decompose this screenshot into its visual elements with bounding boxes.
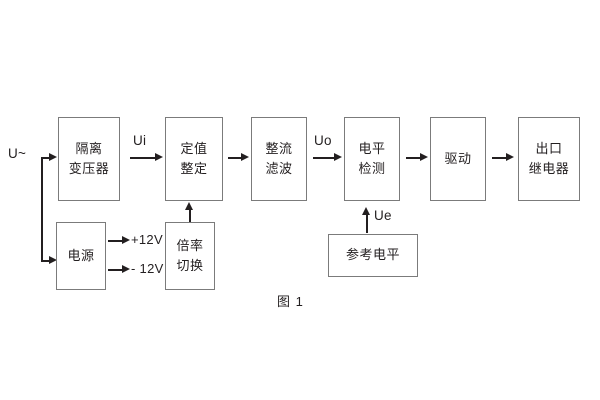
block-rectify-filter-line1: 整流: [265, 140, 293, 156]
rail-negative-arrowhead: [122, 265, 130, 273]
block-output-relay-line1: 出口: [535, 140, 563, 156]
block-reference-level-line1: 参考电平: [345, 247, 400, 263]
signal-label-ue: Ue: [374, 208, 392, 223]
block-ratio-switching-line2: 切换: [176, 258, 204, 273]
input-branch-bottom-arrowhead: [49, 256, 57, 264]
signal-label-ui: Ui: [133, 133, 147, 148]
connector-driver-to-relay-arrowhead: [506, 153, 514, 161]
block-ratio-switching-line1: 倍率: [176, 237, 204, 253]
rail-negative-label: - 12V: [131, 261, 164, 276]
connector-level-to-driver-arrowhead: [420, 153, 428, 161]
input-branch-top-arrowhead: [49, 153, 57, 161]
block-ratio-switching[interactable]: 倍率 切换: [165, 222, 215, 290]
block-isolation-transformer[interactable]: 隔离 变压器: [58, 117, 120, 201]
input-trunk-vertical-line: [41, 158, 43, 261]
connector-transformer-to-setting-line: [130, 157, 157, 159]
connector-transformer-to-setting-arrowhead: [155, 153, 163, 161]
rail-positive-label: +12V: [131, 232, 163, 247]
block-power-supply-line1: 电源: [67, 247, 95, 263]
block-driver[interactable]: 驱动: [430, 117, 486, 201]
block-level-detection[interactable]: 电平 检测: [344, 117, 400, 201]
rail-negative-line: [108, 269, 125, 271]
connector-reference-to-level-arrowhead: [362, 207, 370, 215]
block-driver-line1: 驱动: [444, 150, 472, 166]
block-rectify-filter-line2: 滤波: [265, 161, 293, 176]
rail-positive-arrowhead: [122, 236, 130, 244]
connector-setting-to-rectify-line: [228, 157, 244, 159]
block-level-detection-line1: 电平: [358, 140, 386, 156]
block-setting-value-line1: 定值: [180, 140, 208, 156]
connector-driver-to-relay-line: [492, 157, 510, 159]
rail-positive-line: [108, 240, 125, 242]
input-label-u: U~: [8, 146, 27, 161]
block-output-relay-line2: 继电器: [528, 161, 570, 176]
block-setting-value-line2: 整定: [180, 161, 208, 176]
block-output-relay[interactable]: 出口 继电器: [518, 117, 580, 201]
signal-label-uo: Uo: [314, 133, 332, 148]
block-isolation-transformer-line2: 变压器: [68, 161, 110, 176]
block-level-detection-line2: 检测: [358, 161, 386, 176]
block-setting-value[interactable]: 定值 整定: [165, 117, 223, 201]
block-rectify-filter[interactable]: 整流 滤波: [251, 117, 307, 201]
figure-caption: 图 1: [277, 294, 304, 309]
connector-rectify-to-level-line: [313, 157, 337, 159]
connector-reference-to-level-line: [366, 214, 368, 233]
block-isolation-transformer-line1: 隔离: [75, 140, 103, 156]
connector-ratio-to-setting-arrowhead: [185, 202, 193, 210]
input-branch-top-line: [41, 157, 52, 159]
connector-rectify-to-level-arrowhead: [334, 153, 342, 161]
connector-setting-to-rectify-arrowhead: [241, 153, 249, 161]
block-power-supply[interactable]: 电源: [56, 222, 106, 290]
connector-ratio-to-setting-line: [189, 209, 191, 222]
input-branch-bottom-line: [41, 260, 52, 262]
block-reference-level[interactable]: 参考电平: [328, 234, 418, 277]
connector-level-to-driver-line: [406, 157, 423, 159]
